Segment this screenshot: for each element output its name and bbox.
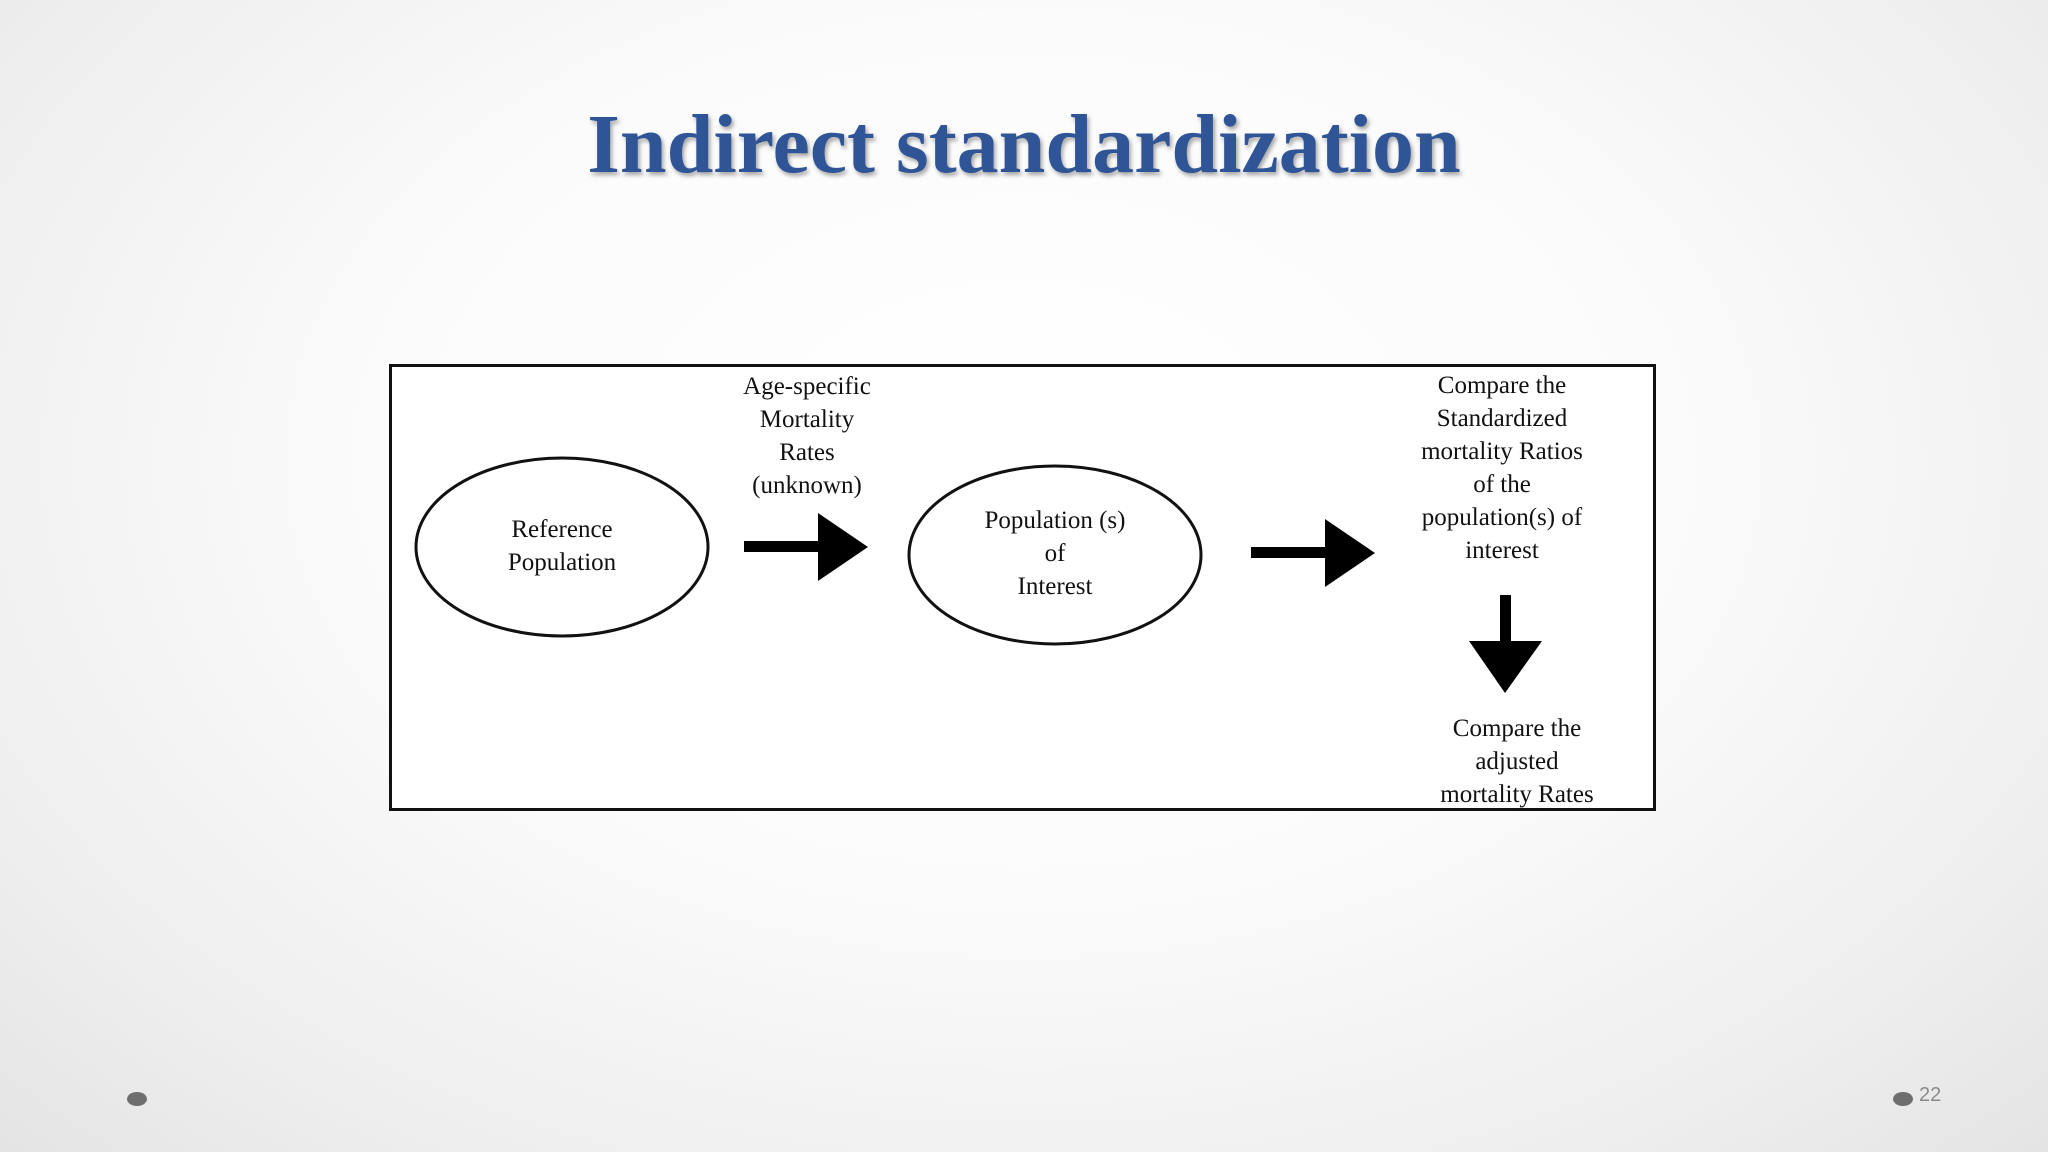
age-specific-rates-label: Age-specific Mortality Rates (unknown) [743,373,871,499]
arrow-right-icon [744,513,868,581]
reference-population-label: Reference Population [507,516,617,576]
footer-bullet-right [1893,1092,1913,1106]
population-of-interest-label: Population (s) of Interest [984,507,1126,600]
diagram-frame: Reference Population Age-specific Mortal… [389,364,1656,811]
slide-title: Indirect standardization [587,98,1461,191]
footer-bullet-left [127,1092,147,1106]
reference-population-ellipse [414,456,710,638]
arrow-down-icon [1469,595,1542,693]
compare-adjusted-rates-label: Compare the adjusted mortality Rates [1440,715,1594,808]
arrow-right-icon [1251,519,1375,587]
population-of-interest-ellipse [907,464,1203,646]
page-number: 22 [1919,1084,1942,1106]
diagram-canvas [414,456,1542,693]
compare-smr-label: Compare the Standardized mortality Ratio… [1421,372,1583,564]
